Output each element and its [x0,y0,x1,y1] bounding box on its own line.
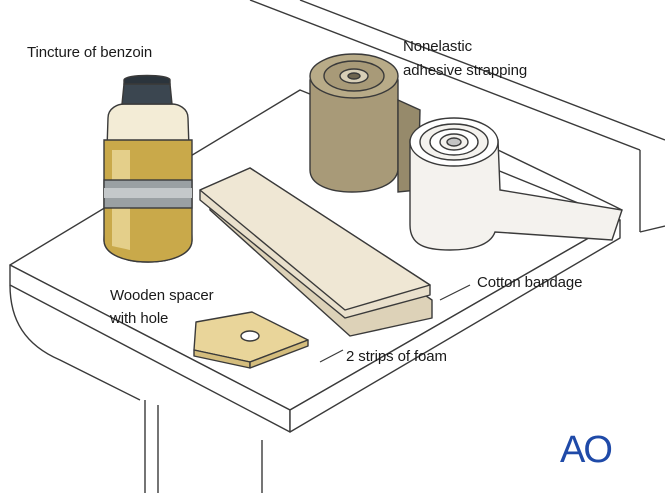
label-foam-strips: 2 strips of foam [346,348,447,365]
label-tincture-of-benzoin: Tincture of benzoin [27,44,153,61]
label-spacer-line2: with hole [110,310,169,327]
ao-logo: AO [560,429,613,471]
foam-strips [199,167,433,337]
label-strapping-line2: adhesive strapping [403,62,528,79]
wooden-spacer [193,311,309,369]
label-spacer-line1: Wooden spacer [110,287,214,304]
cotton-bandage-roll [409,117,623,251]
label-cotton-bandage: Cotton bandage [477,274,583,291]
leader-lines [319,284,471,363]
benzoin-bottle [103,74,193,263]
adhesive-strapping-roll [309,53,421,193]
label-strapping-line1: Nonelastic [403,38,473,55]
counter-edge [249,0,665,233]
